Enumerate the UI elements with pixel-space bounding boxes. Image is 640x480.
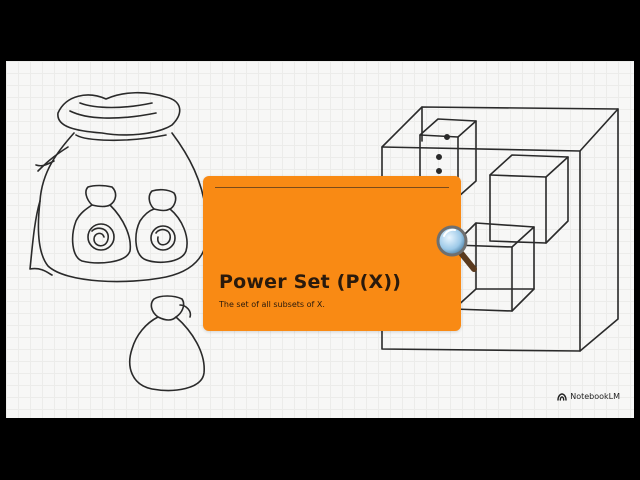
notebooklm-logo-icon: [557, 392, 567, 401]
large-bag-icon: [29, 91, 209, 283]
small-bag-icon: [128, 295, 205, 392]
title-card: Power Set (P(X)) The set of all subsets …: [203, 176, 461, 331]
notebooklm-brand: NotebookLM: [557, 392, 620, 401]
slide-subtitle: The set of all subsets of X.: [219, 300, 325, 309]
slide-title: Power Set (P(X)): [219, 271, 402, 293]
card-divider: [215, 187, 449, 188]
brand-label: NotebookLM: [570, 392, 620, 401]
slide: Power Set (P(X)) The set of all subsets …: [6, 61, 634, 418]
magnifier-icon: [436, 225, 477, 272]
